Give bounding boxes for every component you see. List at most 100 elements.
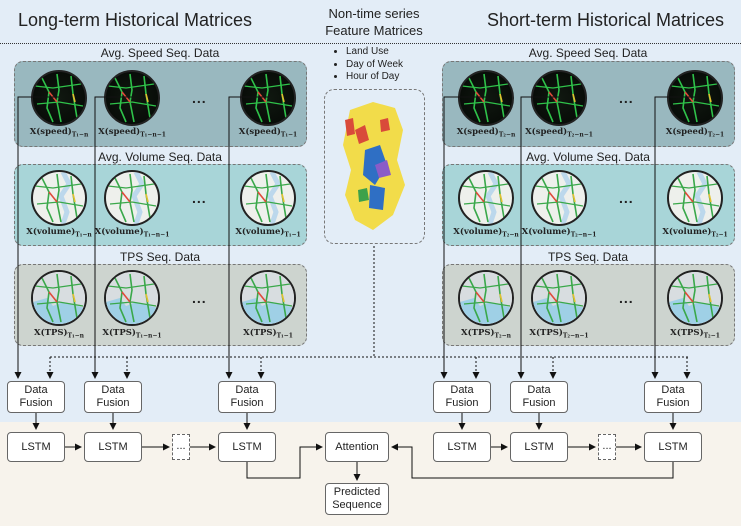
long-volume-matrix-label: X(volume)T₁−1: [228, 227, 308, 239]
long-term-title: Long-term Historical Matrices: [18, 10, 253, 30]
lstm-block: LSTM: [644, 432, 702, 462]
long-tps-ellipsis: ...: [192, 290, 207, 306]
matrix-label-sub: T₁−n: [71, 131, 89, 139]
fusion-line2: Fusion: [96, 397, 130, 409]
fusion-line2: Fusion: [230, 397, 264, 409]
non-time-title-line1: Non-time series: [328, 6, 420, 21]
matrix-label-main: X(TPS): [529, 328, 563, 338]
long-speed-matrix-label: X(speed)T₁−n: [19, 127, 99, 139]
long-tps-label: TPS Seq. Data: [119, 250, 201, 264]
matrix-label-sub: T₂−n−1: [567, 131, 593, 139]
long-speed-ellipsis: ...: [192, 90, 207, 106]
short-tps-matrix-label: X(TPS)T₂−n: [446, 328, 526, 340]
matrix-label-main: X(speed): [665, 127, 708, 137]
long-volume-matrix-circle: [31, 170, 87, 226]
fusion-line1: Data: [235, 384, 259, 396]
matrix-label-sub: T₁−n: [75, 231, 92, 239]
matrix-label-sub: T₂−n: [498, 131, 516, 139]
matrix-label-main: X(volume): [662, 227, 712, 237]
short-volume-matrix-label: X(volume)T₂−n−1: [519, 227, 599, 239]
matrix-label-main: X(volume): [26, 227, 76, 237]
short-speed-matrix-circle: [458, 70, 514, 126]
non-time-title-line2: Feature Matrices: [325, 23, 423, 38]
attention-block: Attention: [325, 432, 389, 462]
long-tps-matrix-circle: [104, 270, 160, 326]
matrix-label-main: X(volume): [453, 227, 503, 237]
matrix-label-sub: T₂−n−1: [570, 231, 597, 239]
long-lstm-to-attention-line: [246, 443, 323, 479]
header-divider: [0, 43, 741, 44]
short-volume-matrix-label: X(volume)T₂−n: [446, 227, 526, 239]
speed-to-fusion-line: [14, 96, 59, 379]
matrix-label-sub: T₁−1: [276, 332, 293, 340]
lstm-ellipsis: ...: [598, 434, 616, 460]
lstm-block: LSTM: [510, 432, 568, 462]
fusion-line1: Data: [450, 384, 474, 396]
long-speed-matrix-circle: [240, 70, 296, 126]
short-volume-matrix-circle: [458, 170, 514, 226]
matrix-label-main: X(TPS): [461, 328, 495, 338]
fusion-line2: Fusion: [656, 397, 690, 409]
long-speed-matrix-label: X(speed)T₁−1: [228, 127, 308, 139]
long-speed-matrix-circle: [104, 70, 160, 126]
short-speed-matrix-circle: [667, 70, 723, 126]
speed-to-fusion-line: [440, 96, 486, 379]
short-tps-ellipsis: ...: [619, 290, 634, 306]
matrix-label-main: X(volume): [235, 227, 285, 237]
matrix-label-sub: T₁−1: [280, 131, 298, 139]
lstm-block: LSTM: [218, 432, 276, 462]
speed-to-fusion-line: [225, 96, 268, 379]
long-volume-ellipsis: ...: [192, 190, 207, 206]
matrix-label-sub: T₁−n−1: [143, 231, 170, 239]
short-volume-ellipsis: ...: [619, 190, 634, 206]
matrix-label-sub: T₁−1: [284, 231, 301, 239]
lstm-block: LSTM: [84, 432, 142, 462]
matrix-label-main: X(TPS): [102, 328, 136, 338]
predicted-line2: Sequence: [332, 499, 382, 511]
matrix-label-main: X(TPS): [670, 328, 704, 338]
short-tps-label: TPS Seq. Data: [547, 250, 629, 264]
lstm-block: LSTM: [7, 432, 65, 462]
matrix-label-sub: T₁−n−1: [140, 131, 166, 139]
matrix-label-main: X(speed): [238, 127, 281, 137]
short-speed-label: Avg. Speed Seq. Data: [528, 46, 648, 60]
short-speed-matrix-circle: [531, 70, 587, 126]
long-volume-matrix-label: X(volume)T₁−n: [19, 227, 99, 239]
short-volume-matrix-circle: [667, 170, 723, 226]
short-speed-matrix-label: X(speed)T₂−1: [655, 127, 735, 139]
matrix-label-sub: T₁−n: [67, 332, 84, 340]
long-speed-label: Avg. Speed Seq. Data: [100, 46, 220, 60]
fusion-line2: Fusion: [445, 397, 479, 409]
long-speed-matrix-circle: [31, 70, 87, 126]
non-time-title: Non-time series Feature Matrices: [314, 5, 434, 39]
feature-item: Day of Week: [346, 59, 403, 72]
land-use-map: [343, 102, 405, 230]
long-speed-matrix-label: X(speed)T₁−n−1: [92, 127, 172, 139]
long-volume-label: Avg. Volume Seq. Data: [98, 150, 222, 164]
matrix-label-main: X(volume): [94, 227, 144, 237]
short-lstm-to-attention-line: [391, 443, 674, 479]
lstm-block: LSTM: [433, 432, 491, 462]
matrix-label-sub: T₂−n: [494, 332, 511, 340]
matrix-label-sub: T₂−n: [502, 231, 519, 239]
matrix-label-main: X(speed): [456, 127, 499, 137]
fusion-line1: Data: [101, 384, 125, 396]
long-tps-matrix-label: X(TPS)T₁−n: [19, 328, 99, 340]
matrix-label-main: X(speed): [525, 127, 568, 137]
feature-list: Land Use Day of Week Hour of Day: [332, 46, 403, 84]
short-volume-matrix-label: X(volume)T₂−1: [655, 227, 735, 239]
matrix-label-sub: T₁−n−1: [135, 332, 162, 340]
short-speed-matrix-label: X(speed)T₂−n−1: [519, 127, 599, 139]
fusion-line1: Data: [527, 384, 551, 396]
lstm-ellipsis: ...: [172, 434, 190, 460]
matrix-label-main: X(speed): [98, 127, 141, 137]
predicted-line1: Predicted: [333, 486, 381, 498]
